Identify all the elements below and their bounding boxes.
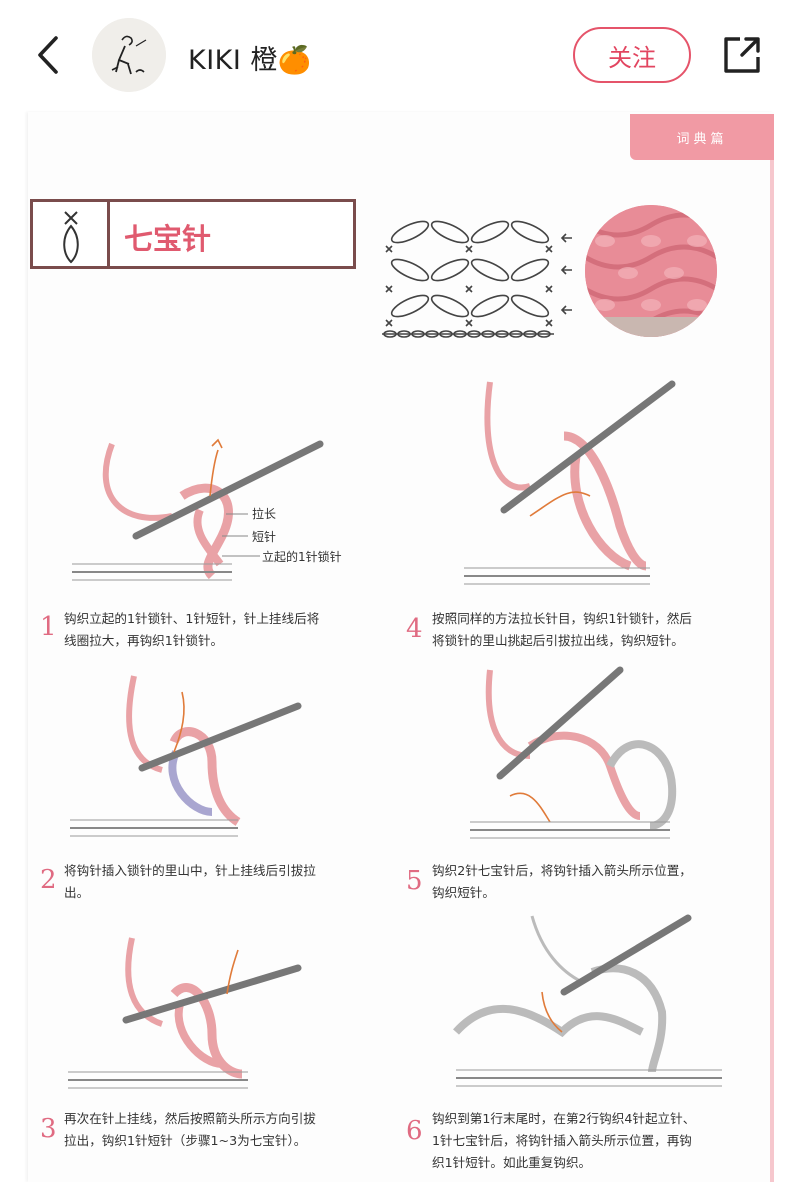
step-3-number: 3 [40, 1114, 57, 1144]
avatar-drawing-icon [92, 18, 166, 92]
app-header: KIKI 橙🍊 关注 [0, 0, 800, 112]
stitch-swatch-photo [585, 205, 717, 337]
step-3-line-2: 拉出，钩织1针短针（步骤1~3为七宝针）。 [64, 1133, 307, 1148]
swatch-texture [585, 205, 717, 337]
label-ch: 立起的1针锁针 [262, 550, 342, 564]
step-6-illustration [453, 914, 722, 1087]
step-6-line-3: 织1针短针。如此重复钩织。 [432, 1155, 592, 1170]
step-4-illustration [464, 380, 676, 585]
step-5-text: 钩织2针七宝针后，将钩针插入箭头所示位置， 钩织短针。 [432, 860, 692, 904]
label-sc: 短针 [252, 530, 277, 544]
title-divider [107, 202, 110, 266]
step-5-line-2: 钩织短针。 [432, 885, 495, 900]
page-edge-stripe [770, 160, 774, 1182]
step-5-line-1: 钩织2针七宝针后，将钩针插入箭头所示位置， [432, 863, 692, 878]
step-3-line-1: 再次在针上挂线，然后按照箭头所示方向引拔 [64, 1111, 316, 1126]
step-1-line-2: 线圈拉大，再钩织1针锁针。 [64, 633, 224, 648]
step-6-line-2: 1针七宝针后，将钩针插入箭头所示位置，再钩 [432, 1133, 692, 1148]
step-1-line-1: 钩织立起的1针锁针、1针短针，针上挂线后将 [64, 611, 320, 626]
step-2-line-2: 出。 [64, 885, 90, 900]
step-2-illustration [70, 675, 302, 837]
step-3-illustration [68, 937, 302, 1089]
step-5-number: 5 [406, 866, 423, 896]
follow-button[interactable]: 关注 [573, 27, 691, 83]
stitch-title-box [30, 199, 356, 269]
step-1-number: 1 [40, 612, 57, 642]
step-2-number: 2 [40, 865, 57, 895]
stitch-title: 七宝针 [124, 222, 212, 256]
step-6-line-1: 钩织到第1行末尾时，在第2行钩织4针起立针、 [432, 1111, 696, 1126]
share-button[interactable] [720, 33, 764, 77]
username[interactable]: KIKI 橙🍊 [188, 45, 313, 76]
back-button[interactable] [30, 32, 70, 78]
step-1-illustration [72, 438, 324, 581]
chevron-left-icon [38, 36, 58, 74]
step-6-number: 6 [406, 1116, 423, 1146]
step-2-line-1: 将钩针插入锁针的里山中，针上挂线后引拔拉 [64, 863, 316, 878]
step-4-number: 4 [406, 614, 423, 644]
step-1-text: 钩织立起的1针锁针、1针短针，针上挂线后将 线圈拉大，再钩织1针锁针。 [64, 608, 319, 652]
step-4-text: 按照同样的方法拉长针目，钩织1针锁针，然后 将锁针的里山挑起后引拔拉出线，钩织短… [432, 608, 692, 652]
stitch-chart-diagram [382, 220, 572, 338]
stitch-symbol-icon [63, 211, 79, 264]
step-6-text: 钩织到第1行末尾时，在第2行钩织4针起立针、 1针七宝针后，将钩针插入箭头所示位… [432, 1108, 695, 1174]
avatar[interactable] [92, 18, 166, 92]
step-3-text: 再次在针上挂线，然后按照箭头所示方向引拔 拉出，钩织1针短针（步骤1~3为七宝针… [64, 1108, 316, 1152]
step-4-line-2: 将锁针的里山挑起后引拔拉出线，钩织短针。 [432, 633, 684, 648]
step-2-text: 将钩针插入锁针的里山中，针上挂线后引拔拉 出。 [64, 860, 316, 904]
label-pull: 拉长 [252, 507, 277, 521]
corner-tab: 词典篇 [630, 114, 774, 160]
share-icon [724, 37, 760, 73]
step-5-illustration [470, 666, 677, 839]
step-4-line-1: 按照同样的方法拉长针目，钩织1针锁针，然后 [432, 611, 692, 626]
